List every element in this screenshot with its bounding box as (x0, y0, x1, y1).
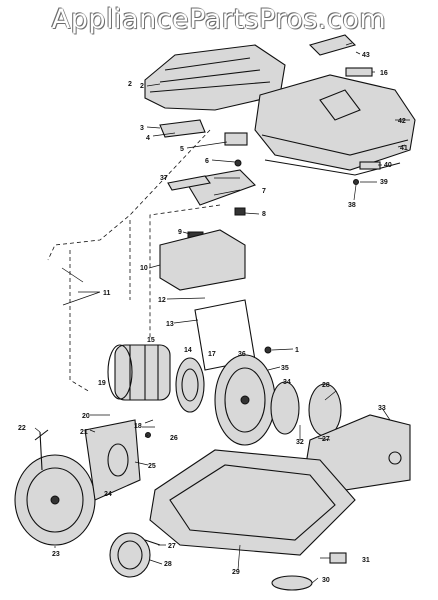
callout-17: 17 (208, 351, 216, 358)
rear-clip (359, 161, 381, 170)
callout-32: 32 (296, 439, 304, 446)
callout-43: 43 (362, 52, 370, 59)
callout-20: 20 (82, 413, 90, 420)
callout-6: 6 (205, 158, 209, 165)
callout-13: 13 (166, 321, 174, 328)
callout-34: 34 (283, 379, 291, 386)
caster (271, 575, 313, 591)
callout-8: 8 (262, 211, 266, 218)
cord-reel (14, 419, 141, 546)
callout-28b: 28 (164, 561, 172, 568)
callout-27b: 27 (168, 543, 176, 550)
screw (353, 179, 359, 185)
trim-strip (167, 175, 211, 191)
switch (224, 132, 248, 146)
callout-3: 3 (140, 125, 144, 132)
callout-5: 5 (180, 146, 184, 153)
callout-19: 19 (98, 380, 106, 387)
latch (308, 34, 357, 56)
callout-29: 29 (232, 569, 240, 576)
callout-9: 9 (178, 229, 182, 236)
fan-shroud (214, 354, 276, 446)
callout-18: 18 (134, 423, 142, 430)
callout-40: 40 (384, 162, 392, 169)
fan-screw (264, 346, 272, 354)
leader-lines (34, 42, 410, 584)
callout-28a: 28 (322, 382, 330, 389)
callout-25: 25 (148, 463, 156, 470)
wheel-hub (117, 540, 143, 570)
callout-35: 35 (281, 365, 289, 372)
power-cord (34, 429, 49, 471)
rear-cover (254, 74, 416, 176)
motor-assembly (107, 344, 205, 413)
callout-23: 23 (52, 551, 60, 558)
callout-16: 16 (380, 70, 388, 77)
base-tray (149, 449, 356, 556)
wire-route (47, 129, 221, 393)
clip (234, 207, 246, 216)
callout-10: 10 (140, 265, 148, 272)
callout-15: 15 (147, 337, 155, 344)
callout-31: 31 (362, 557, 370, 564)
axle-bolt (144, 539, 161, 546)
switch-cover (184, 169, 256, 206)
latch-spring (345, 67, 373, 77)
filter-disc (270, 381, 300, 435)
callout-2a: 2 (140, 83, 144, 90)
bracket-plate (159, 119, 206, 138)
base-latch (329, 552, 347, 564)
callout-12: 12 (158, 297, 166, 304)
callout-37: 37 (160, 175, 168, 182)
watermark: AppliancePartsPros.com (51, 4, 387, 35)
exhaust-filter (308, 383, 342, 437)
bag-collar (388, 451, 402, 465)
callout-41: 41 (400, 145, 408, 152)
callout-24: 24 (104, 491, 112, 498)
callout-14: 14 (184, 347, 192, 354)
callout-22: 22 (18, 425, 26, 432)
callout-27a: 27 (322, 436, 330, 443)
callout-2b: 2 (128, 81, 132, 88)
callout-4: 4 (146, 135, 150, 142)
callout-39: 39 (380, 179, 388, 186)
callout-1: 1 (295, 347, 299, 354)
callout-26: 26 (170, 435, 178, 442)
switch-knob (234, 159, 242, 167)
callout-42: 42 (398, 118, 406, 125)
callout-30: 30 (322, 577, 330, 584)
callout-21: 21 (80, 429, 88, 436)
callout-11: 11 (103, 290, 111, 297)
callout-labels: 2 3 4 5 6 37 7 8 9 10 11 12 13 1 15 14 1… (18, 52, 408, 584)
motor-housing-top (159, 229, 246, 291)
callout-36: 36 (238, 351, 246, 358)
callout-38: 38 (348, 202, 356, 209)
callout-33: 33 (378, 405, 386, 412)
wheel (109, 532, 151, 578)
callout-7: 7 (262, 188, 266, 195)
